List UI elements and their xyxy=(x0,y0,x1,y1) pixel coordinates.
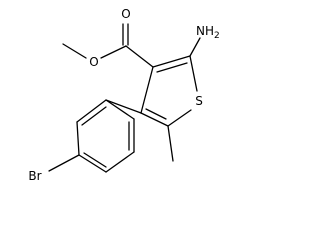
bond-phenyl-1-inner xyxy=(81,106,107,126)
atom-label-amino-subscript: 2 xyxy=(214,31,220,41)
bond-phenyl-3 xyxy=(78,154,107,173)
bond-c2-s xyxy=(189,55,198,92)
bond-phenyl-6 xyxy=(105,99,135,120)
bond-s-c5 xyxy=(167,109,192,127)
atom-label-sulfur: S xyxy=(195,94,203,108)
bond-c2-nh2 xyxy=(189,37,201,57)
bond-phenyl-br xyxy=(48,154,80,172)
bond-phenyl-1 xyxy=(76,99,107,123)
bond-c3-c2-inner xyxy=(156,62,188,73)
bond-c5-methyl xyxy=(167,125,174,162)
chemical-structure-diagram: O O NH2 S Br xyxy=(28,7,220,183)
atom-label-o-carbonyl: O xyxy=(121,7,130,21)
bond-phenyl-3-inner xyxy=(83,152,107,168)
atom-label-amino: NH2 xyxy=(196,24,220,41)
atom-label-amino-main: NH xyxy=(196,24,214,38)
bond-o-ester-methyl xyxy=(62,43,87,59)
bond-phenyl-4 xyxy=(105,151,135,173)
atom-label-o-ester: O xyxy=(89,55,98,69)
bond-c4-phenyl xyxy=(105,99,142,114)
bond-c5-c4 xyxy=(140,112,169,127)
bond-c4-c3 xyxy=(140,66,154,114)
bond-c-carbonyl-o-ester xyxy=(100,45,127,59)
bond-c5-c4-inner xyxy=(145,108,167,120)
bond-c-carbonyl-c3 xyxy=(125,45,154,68)
bond-phenyl-2 xyxy=(76,121,80,156)
atom-label-bromine: Br xyxy=(28,169,41,183)
bond-c3-c2 xyxy=(152,55,191,68)
